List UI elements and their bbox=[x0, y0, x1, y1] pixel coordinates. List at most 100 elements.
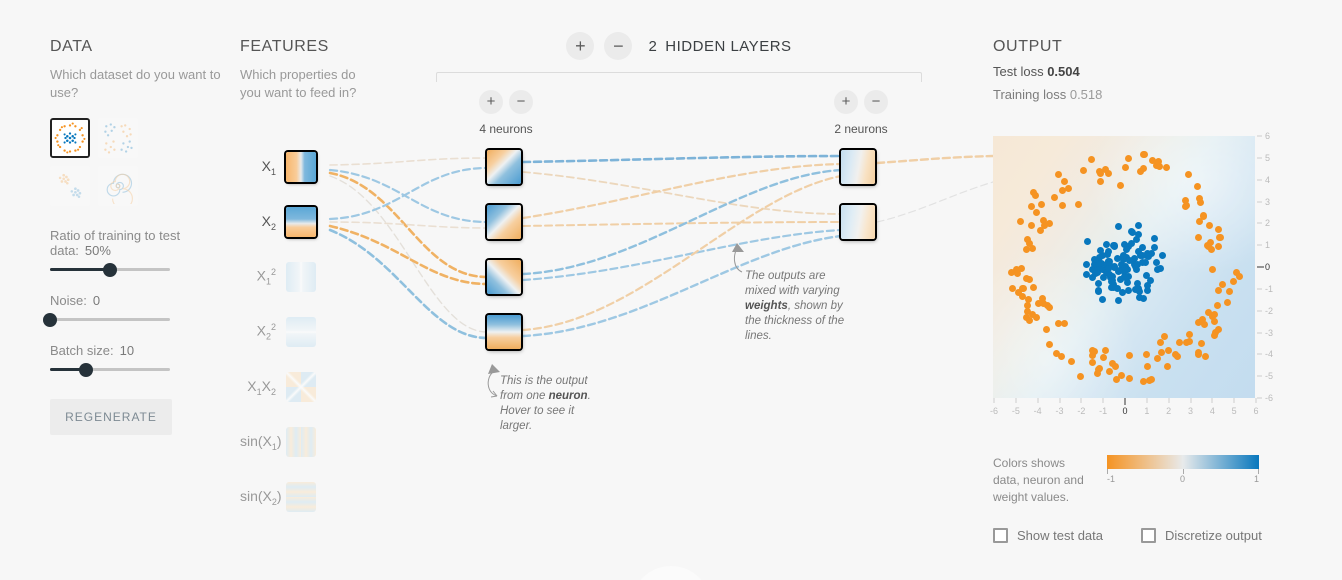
dataset-gauss[interactable] bbox=[50, 166, 90, 206]
batch-slider[interactable] bbox=[50, 362, 170, 377]
ratio-slider[interactable] bbox=[50, 262, 170, 277]
data-point bbox=[1058, 201, 1066, 209]
x-tick-label: 1 bbox=[1144, 406, 1150, 416]
data-point bbox=[1058, 353, 1066, 361]
y-tick-mark bbox=[1257, 332, 1262, 333]
x-tick-label: 5 bbox=[1231, 406, 1237, 416]
show-test-data-checkbox[interactable]: Show test data bbox=[993, 528, 1103, 543]
feature-x1-thumb[interactable] bbox=[286, 152, 316, 182]
batch-slider-fill bbox=[50, 368, 86, 371]
feature-x1x2[interactable]: X1X2 bbox=[240, 368, 316, 406]
data-point bbox=[1144, 362, 1152, 370]
discretize-output-box[interactable] bbox=[1141, 528, 1156, 543]
data-point bbox=[1161, 332, 1169, 340]
data-point bbox=[1105, 264, 1113, 272]
feature-x1[interactable]: X1 bbox=[240, 148, 316, 186]
data-point bbox=[1205, 222, 1213, 230]
y-tick-mark bbox=[1257, 201, 1262, 202]
data-point bbox=[1105, 260, 1113, 268]
data-point bbox=[1083, 238, 1091, 246]
hidden-neuron-1-2[interactable] bbox=[487, 205, 521, 239]
x-tick-label: -1 bbox=[1099, 406, 1108, 416]
data-point bbox=[1165, 346, 1173, 354]
x-tick-label: -6 bbox=[989, 406, 999, 416]
data-point bbox=[1088, 351, 1096, 359]
hidden-neuron-1-4[interactable] bbox=[487, 315, 521, 349]
legend-bar-wrapper: -1 0 1 bbox=[1107, 455, 1259, 506]
data-point bbox=[1095, 279, 1103, 287]
feature-x2-thumb[interactable] bbox=[286, 207, 316, 237]
feature-sin-x2[interactable]: sin(X2) bbox=[240, 478, 316, 516]
hidden-neuron-1-1[interactable] bbox=[487, 150, 521, 184]
noise-slider[interactable] bbox=[43, 312, 170, 327]
y-tick-label: 5 bbox=[1265, 152, 1271, 163]
data-point bbox=[1028, 222, 1036, 230]
batch-slider-knob[interactable] bbox=[79, 362, 93, 377]
layer1-remove-neuron-button[interactable]: − bbox=[509, 90, 533, 114]
feature-x2-label: X2 bbox=[261, 212, 276, 232]
data-point bbox=[1146, 376, 1154, 384]
dataset-xor[interactable] bbox=[98, 118, 138, 158]
feature-x2[interactable]: X2 bbox=[240, 203, 316, 241]
y-tick-mark bbox=[1257, 353, 1262, 355]
data-point bbox=[1183, 202, 1191, 210]
data-point bbox=[1155, 157, 1163, 165]
layer2-add-neuron-button[interactable]: + bbox=[834, 90, 858, 114]
data-point bbox=[1134, 222, 1142, 230]
x-tick-label: -3 bbox=[1055, 406, 1064, 416]
feature-x1-squared[interactable]: X12 bbox=[240, 258, 316, 296]
x-tick-mark bbox=[993, 398, 995, 403]
data-point bbox=[1223, 298, 1231, 306]
data-point bbox=[1104, 248, 1112, 256]
data-point bbox=[1042, 325, 1050, 333]
layer1-add-neuron-button[interactable]: + bbox=[479, 90, 503, 114]
data-point bbox=[1144, 286, 1152, 294]
regenerate-button[interactable]: REGENERATE bbox=[50, 399, 172, 435]
data-point bbox=[1150, 244, 1158, 252]
data-point bbox=[1144, 252, 1152, 260]
data-point bbox=[1095, 286, 1103, 294]
hidden-neuron-2-2[interactable] bbox=[841, 205, 875, 239]
feature-x1x2-thumb[interactable] bbox=[286, 372, 316, 402]
feature-sin-x1-thumb[interactable] bbox=[286, 427, 316, 457]
data-point bbox=[1125, 154, 1133, 162]
data-point bbox=[1198, 340, 1206, 348]
data-point bbox=[1082, 260, 1090, 268]
x-tick-mark bbox=[1015, 398, 1017, 403]
data-point bbox=[1032, 208, 1040, 216]
y-tick-label: 0 bbox=[1265, 262, 1271, 272]
show-test-data-box[interactable] bbox=[993, 528, 1008, 543]
feature-sin-x1[interactable]: sin(X1) bbox=[240, 423, 316, 461]
hidden-neuron-1-3[interactable] bbox=[487, 260, 521, 294]
add-layer-button[interactable]: + bbox=[566, 32, 595, 60]
ratio-slider-block: Ratio of training to test data:50% bbox=[50, 228, 225, 277]
dataset-circle[interactable] bbox=[50, 118, 90, 158]
output-panel: OUTPUT Test loss 0.504 Training loss 0.5… bbox=[993, 38, 1293, 102]
data-point bbox=[1029, 245, 1037, 253]
feature-x2-squared[interactable]: X22 bbox=[240, 313, 316, 351]
noise-slider-knob[interactable] bbox=[43, 312, 57, 327]
noise-slider-block: Noise:0 bbox=[43, 293, 225, 327]
discretize-output-checkbox[interactable]: Discretize output bbox=[1141, 528, 1262, 543]
data-point bbox=[1111, 262, 1119, 270]
data-point bbox=[1197, 198, 1205, 206]
output-heatmap[interactable] bbox=[993, 136, 1255, 398]
ratio-slider-knob[interactable] bbox=[103, 262, 117, 277]
y-tick-label: -6 bbox=[1265, 393, 1274, 403]
feature-x1-squared-thumb[interactable] bbox=[286, 262, 316, 292]
hidden-neuron-2-1[interactable] bbox=[841, 150, 875, 184]
data-point bbox=[1202, 352, 1210, 360]
x-tick-mark bbox=[1255, 398, 1257, 403]
feature-x2-squared-thumb[interactable] bbox=[286, 317, 316, 347]
feature-sin-x2-thumb[interactable] bbox=[286, 482, 316, 512]
data-point bbox=[1117, 276, 1125, 284]
dataset-spiral[interactable] bbox=[98, 166, 138, 206]
data-point bbox=[1052, 350, 1060, 358]
layer2-remove-neuron-button[interactable]: − bbox=[864, 90, 888, 114]
data-point bbox=[1091, 256, 1099, 264]
test-loss: Test loss 0.504 bbox=[993, 64, 1293, 79]
remove-layer-button[interactable]: − bbox=[604, 32, 633, 60]
x-tick-mark bbox=[1102, 398, 1104, 403]
